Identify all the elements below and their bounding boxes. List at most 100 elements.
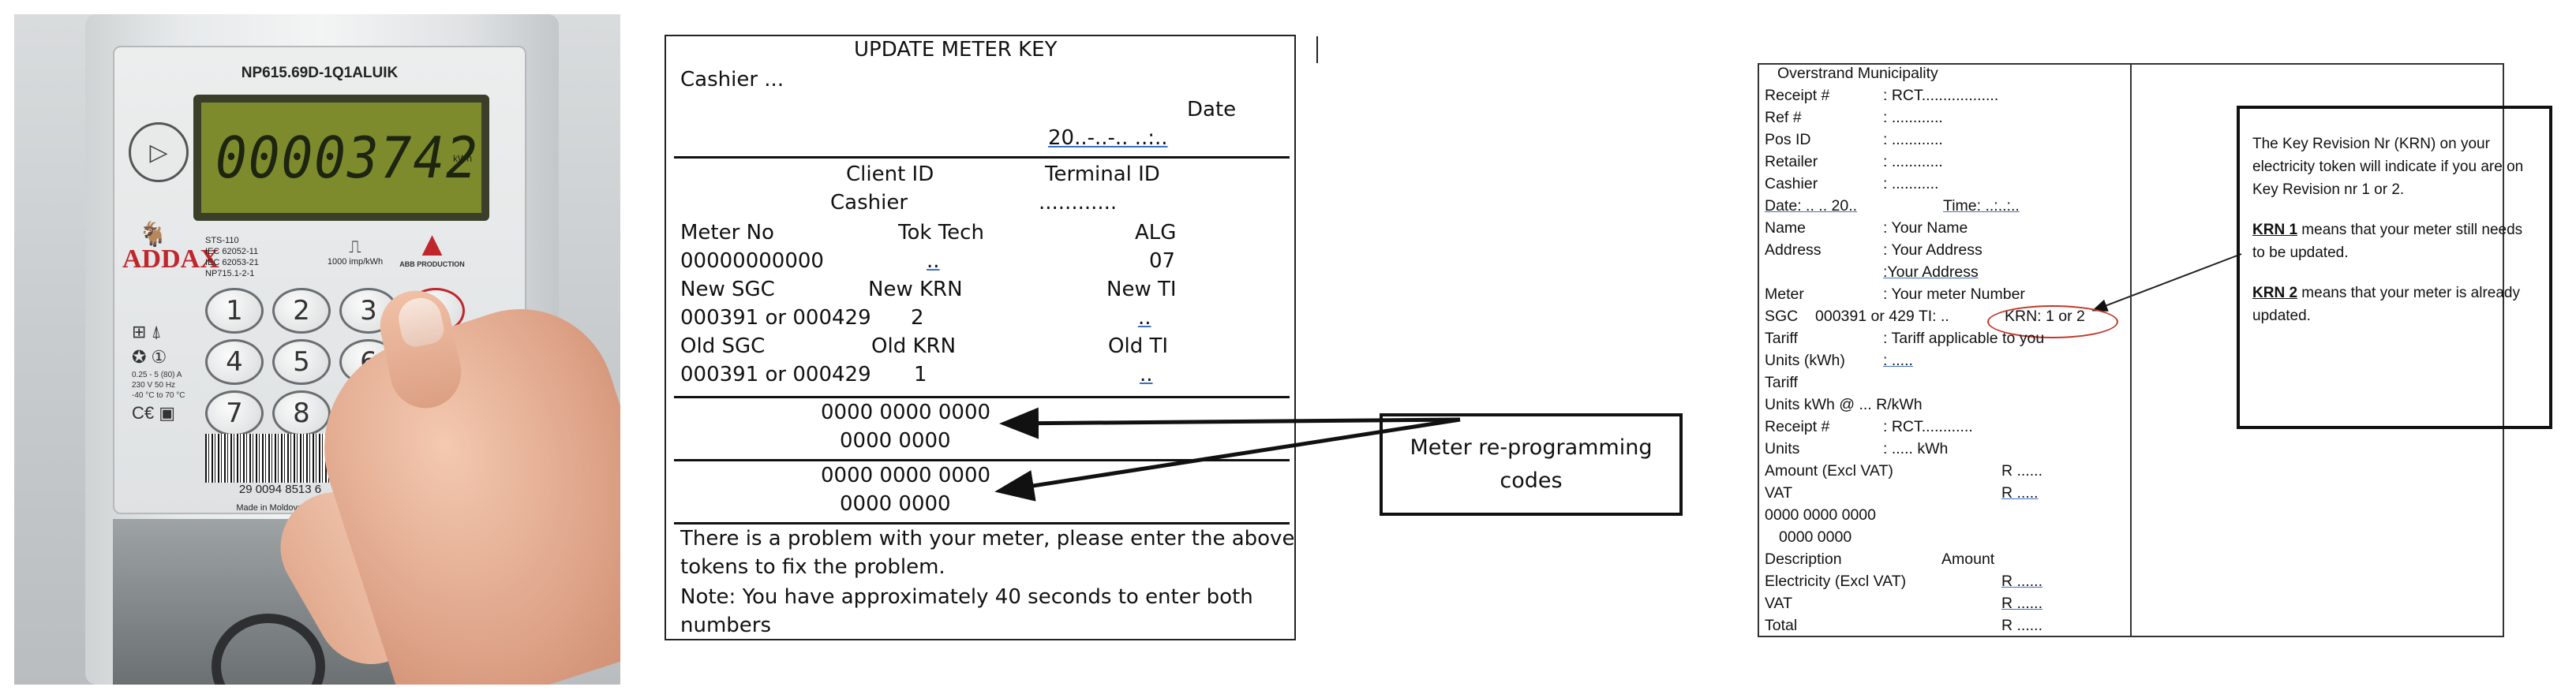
new-sgc-label: New SGC [680, 278, 775, 301]
arrow-to-krn [2091, 253, 2242, 312]
units-rate: Units kWh @ ... R/kWh [1765, 396, 1923, 413]
krn-explanation-box: The Key Revision Nr (KRN) on your electr… [2237, 106, 2552, 429]
terminal-id-label: Terminal ID [1045, 162, 1160, 186]
spec-line: NP715.1-2-1 [205, 269, 255, 278]
receipt2-label: Receipt # [1765, 418, 1830, 435]
new-sgc-value: 000391 or 000429 [680, 306, 871, 330]
meter-side-icons: ⊞ ⍋ ✪ ① 0.25 - 5 (80) A 230 V 50 Hz -40 … [132, 319, 185, 426]
amount-header: Amount [1941, 551, 1995, 568]
krn-2-text: means that your meter is already updated… [2252, 285, 2520, 324]
amount-value: R ...... [2001, 462, 2043, 480]
krn-highlight-oval [1987, 305, 2118, 338]
alg-label: ALG [1135, 221, 1177, 244]
callout-line-1: Meter re-programming [1410, 435, 1653, 460]
divider [674, 156, 1290, 159]
old-krn-label: Old KRN [871, 334, 957, 358]
key-5[interactable]: 5 [272, 339, 331, 385]
key-2[interactable]: 2 [272, 288, 331, 334]
client-id-label: Client ID [846, 162, 934, 186]
old-krn-value: 1 [914, 363, 927, 386]
key-4[interactable]: 4 [205, 339, 264, 385]
ratings: 0.25 - 5 (80) A 230 V 50 Hz -40 °C to 70… [132, 370, 185, 401]
lcd-unit: kWh [453, 153, 472, 164]
address-value: : Your Address [1883, 241, 1983, 259]
new-krn-label: New KRN [868, 278, 963, 301]
cashier-label: Cashier [1765, 175, 1818, 192]
spec-line: STS-110 [205, 236, 239, 245]
key-8[interactable]: 8 [272, 390, 331, 436]
municipality-receipt [1758, 63, 2504, 637]
lcd-reading: 00003742 [215, 125, 479, 191]
spec-line: IEC 62053-21 [205, 258, 259, 267]
arrow-to-token-2 [994, 417, 1461, 502]
units2-value: : ..... kWh [1883, 440, 1949, 457]
problem-text-2: tokens to fix the problem. [680, 555, 945, 579]
ce-mark-icon: C€ ▣ [132, 403, 176, 423]
text-cursor [1316, 36, 1318, 63]
old-sgc-value: 000391 or 000429 [680, 363, 871, 386]
token-2-line-2: 0000 0000 [840, 492, 951, 516]
pos-id-value: : ............ [1883, 131, 1943, 148]
reprogramming-codes-callout: Meter re-programming codes [1380, 413, 1683, 516]
municipality-name: Overstrand Municipality [1777, 65, 1938, 82]
meter-no-label: Meter No [680, 221, 774, 244]
address-label: Address [1765, 241, 1822, 259]
play-icon: ▷ [129, 122, 189, 182]
ref-value: : ............ [1883, 109, 1943, 126]
new-ti-label: New TI [1106, 278, 1177, 301]
divider [674, 522, 1290, 524]
pulse-rate: ⎍ 1000 imp/kWh [312, 237, 399, 267]
new-krn-value: 2 [911, 306, 924, 330]
rating-line: 0.25 - 5 (80) A [132, 371, 182, 379]
electricity-label: Electricity (Excl VAT) [1765, 573, 1907, 590]
cashier-value: ............ [1039, 191, 1118, 215]
meter-label: Meter [1765, 286, 1804, 303]
spec-line: IEC 62052-11 [205, 247, 259, 256]
krn-intro: The Key Revision Nr (KRN) on your electr… [2252, 136, 2524, 198]
addax-logo-icon: 🐐 [138, 222, 168, 248]
star-icon: ✪ ① [132, 347, 167, 367]
total-label: Total [1765, 617, 1798, 634]
callout-line-2: codes [1500, 468, 1563, 493]
tariff2-label: Tariff [1765, 374, 1798, 391]
divider [674, 396, 1290, 398]
receipt-value: : RCT.................. [1883, 87, 1999, 104]
new-ti-value: .. [1138, 306, 1151, 330]
retailer-value: : ............ [1883, 153, 1943, 170]
meter-model: NP615.69D-1Q1ALUIK [241, 65, 399, 81]
vat2-value: R ...... [2001, 595, 2043, 612]
units2-label: Units [1765, 440, 1800, 457]
meter-photo: NP615.69D-1Q1ALUIK ▷ 00003742 kWh 🐐 ADDA… [14, 14, 620, 685]
date-field: Date: .. .. 20.. [1765, 197, 1858, 215]
ref-label: Ref # [1765, 109, 1802, 126]
pulse-icon: ⎍ [349, 237, 361, 256]
alg-value: 07 [1149, 249, 1176, 273]
note-text-2: numbers [680, 614, 772, 637]
pos-id-label: Pos ID [1765, 131, 1811, 148]
grid-icon: ⊞ ⍋ [132, 322, 162, 342]
problem-text-1: There is a problem with your meter, plea… [680, 527, 1295, 551]
sgc-label: SGC [1765, 308, 1799, 325]
tok-tech-label: Tok Tech [898, 221, 984, 244]
key-1[interactable]: 1 [205, 288, 264, 334]
column-divider [2130, 65, 2132, 636]
name-label: Name [1765, 219, 1807, 237]
abb-logo-icon: ▲ [414, 225, 450, 263]
vat-label: VAT [1765, 484, 1793, 502]
description-header: Description [1765, 551, 1842, 568]
krn-1-explanation: KRN 1 means that your meter still needs … [2252, 218, 2538, 264]
cashier-value: : ........... [1883, 175, 1939, 192]
krn-2-explanation: KRN 2 means that your meter is already u… [2252, 282, 2538, 327]
tariff-value: : Tariff applicable to you [1883, 330, 2045, 347]
name-value: : Your Name [1883, 219, 1968, 237]
cashier-label: Cashier [830, 191, 908, 215]
krn-1-label: KRN 1 [2252, 222, 2298, 238]
sgc-value: 000391 or 429 TI: .. [1815, 308, 1949, 325]
note-text-1: Note: You have approximately 40 seconds … [680, 585, 1253, 609]
token-1-line-1: 0000 0000 0000 [821, 401, 991, 424]
cashier-line: Cashier ... [680, 68, 784, 91]
token-line-2: 0000 0000 [1779, 528, 1852, 546]
krn-2-label: KRN 2 [2252, 285, 2298, 301]
retailer-label: Retailer [1765, 153, 1818, 170]
